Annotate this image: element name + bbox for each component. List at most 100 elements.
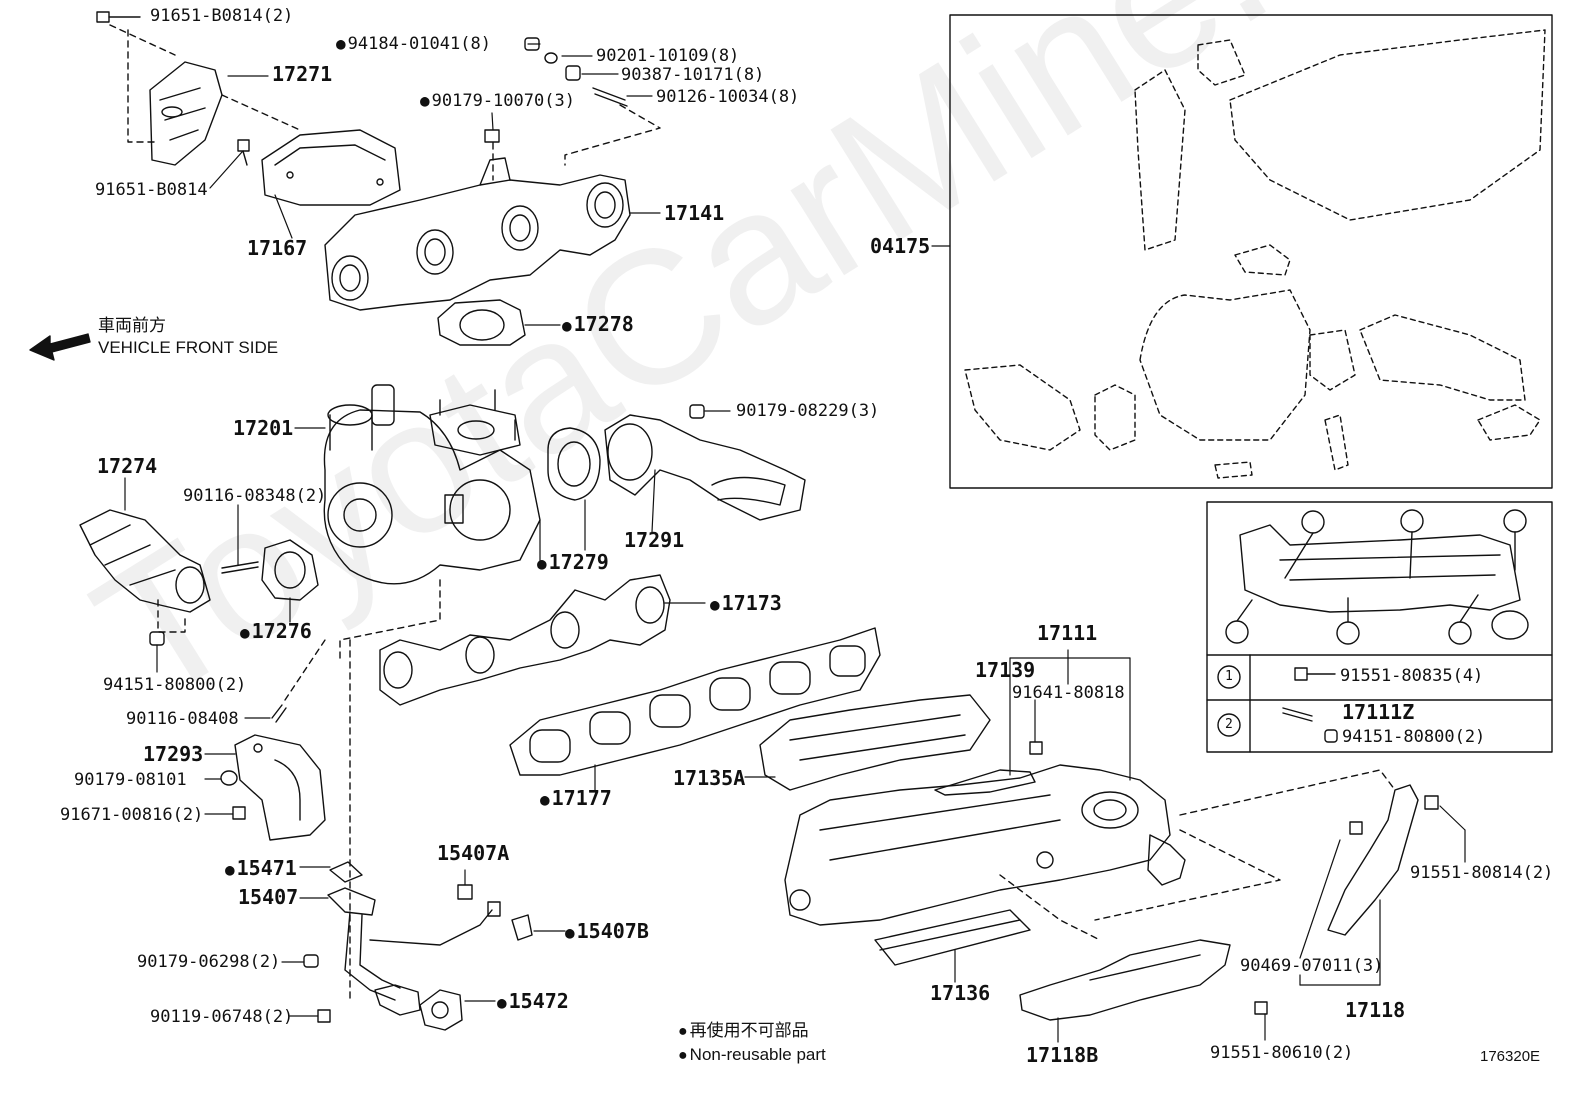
vehicle-front-en: VEHICLE FRONT SIDE bbox=[98, 338, 279, 357]
kit-04175-parts bbox=[964, 29, 1546, 479]
legend-part-2a: 17111Z bbox=[1342, 700, 1415, 724]
cover-17135a bbox=[759, 694, 991, 791]
label-17136: 17136 bbox=[930, 981, 991, 1005]
bolt-90119 bbox=[317, 1009, 331, 1023]
gasket-15472 bbox=[419, 989, 463, 1031]
nut-90387 bbox=[565, 65, 581, 81]
label-15407: 15407 bbox=[238, 885, 299, 909]
label-90179-08229: 90179-08229(3) bbox=[736, 401, 880, 421]
label-15471: 15471 bbox=[225, 858, 297, 880]
legend-num-1: 1 bbox=[1225, 669, 1233, 684]
gasket-17177 bbox=[509, 627, 881, 776]
label-15407b: 15407B bbox=[565, 921, 649, 943]
label-17141: 17141 bbox=[664, 201, 725, 225]
label-17274: 17274 bbox=[97, 454, 158, 478]
label-17139: 17139 bbox=[975, 658, 1036, 682]
legend-manifold-sketch bbox=[1239, 524, 1529, 640]
note-jp: 再使用不可部品 bbox=[678, 1021, 809, 1042]
label-90179-08101: 90179-08101 bbox=[74, 770, 187, 790]
bolt-15407a bbox=[457, 884, 473, 900]
vehicle-front-jp: 車両前方 bbox=[98, 316, 166, 335]
label-91651-b0814: 91651-B0814 bbox=[95, 180, 208, 200]
gasket-17173 bbox=[379, 574, 671, 706]
stud-90116-08408 bbox=[271, 704, 287, 723]
label-17118: 17118 bbox=[1345, 998, 1406, 1022]
label-91641: 91641-80818 bbox=[1012, 683, 1125, 703]
label-91671: 91671-00816(2) bbox=[60, 805, 204, 825]
legend-box bbox=[1206, 501, 1553, 753]
vehicle-front-arrow bbox=[29, 333, 91, 361]
legend-part-1: 91551-80835(4) bbox=[1340, 666, 1484, 686]
intake-manifold-17111 bbox=[784, 764, 1186, 926]
label-90469: 90469-07011(3) bbox=[1240, 956, 1384, 976]
leader-lines bbox=[124, 43, 1466, 1043]
bolt-91671 bbox=[232, 806, 246, 820]
nut-90179-08229 bbox=[689, 404, 705, 419]
label-17291: 17291 bbox=[624, 528, 685, 552]
nut-94151 bbox=[149, 631, 165, 646]
label-90179-10070: 90179-10070(3) bbox=[420, 91, 575, 111]
gasket-17276 bbox=[261, 539, 319, 601]
label-90119: 90119-06748(2) bbox=[150, 1007, 294, 1027]
label-94151-80800: 94151-80800(2) bbox=[103, 675, 247, 695]
label-17118b: 17118B bbox=[1026, 1043, 1099, 1067]
legend-num-2: 2 bbox=[1225, 717, 1233, 732]
nut-90179-08101 bbox=[220, 770, 238, 786]
label-17173: 17173 bbox=[710, 593, 782, 615]
gasket-17278 bbox=[437, 299, 526, 346]
label-17201: 17201 bbox=[233, 416, 294, 440]
stud-90116-08348 bbox=[221, 561, 259, 574]
label-17135a: 17135A bbox=[673, 766, 746, 790]
note-en: Non-reusable part bbox=[678, 1045, 826, 1066]
stud-90126 bbox=[592, 87, 628, 107]
label-91551-80814: 91551-80814(2) bbox=[1410, 863, 1554, 883]
label-91551-80610: 91551-80610(2) bbox=[1210, 1043, 1354, 1063]
bolt-91651-b0814-top bbox=[96, 11, 141, 23]
exhaust-manifold-17141 bbox=[324, 129, 631, 311]
bracket-17293 bbox=[234, 734, 326, 841]
insulator-17136 bbox=[874, 909, 1031, 966]
label-17111: 17111 bbox=[1037, 621, 1098, 645]
label-90201: 90201-10109(8) bbox=[596, 46, 740, 66]
legend-callouts bbox=[1217, 509, 1527, 737]
label-90387: 90387-10171(8) bbox=[621, 65, 765, 85]
label-17293: 17293 bbox=[143, 742, 204, 766]
egr-pipe-15407 bbox=[327, 861, 501, 1016]
exhaust-pipe-17291 bbox=[604, 414, 806, 521]
label-17276: 17276 bbox=[240, 621, 312, 643]
insulator-17167 bbox=[261, 129, 401, 206]
label-90116-08348: 90116-08348(2) bbox=[183, 486, 327, 506]
label-90126: 90126-10034(8) bbox=[656, 87, 800, 107]
washer-90201 bbox=[544, 52, 558, 64]
label-17271: 17271 bbox=[272, 62, 333, 86]
bolt-91651-b0814 bbox=[237, 139, 250, 166]
heat-insulator-17271 bbox=[149, 61, 223, 166]
label-17177: 17177 bbox=[540, 788, 612, 810]
label-04175: 04175 bbox=[870, 234, 931, 258]
legend-fasteners bbox=[1282, 667, 1338, 743]
label-90179-06298: 90179-06298(2) bbox=[137, 952, 281, 972]
label-17278: 17278 bbox=[562, 314, 634, 336]
diagram-id: 176320E bbox=[1480, 1048, 1541, 1065]
label-94184: 94184-01041(8) bbox=[336, 34, 491, 54]
bolt-91551-80610 bbox=[1254, 1001, 1268, 1015]
turbocharger-17201 bbox=[323, 384, 541, 585]
kit-box-04175 bbox=[949, 14, 1553, 489]
clip-15407b bbox=[511, 914, 533, 941]
label-17279: 17279 bbox=[537, 552, 609, 574]
insulator-17118b bbox=[1019, 939, 1231, 1021]
label-90116-08408: 90116-08408 bbox=[126, 709, 239, 729]
hose-17274 bbox=[79, 509, 211, 613]
bolt-91641 bbox=[1029, 741, 1043, 755]
nut-90179-06298 bbox=[303, 954, 319, 968]
label-17167: 17167 bbox=[247, 236, 308, 260]
bolt-91551-80814 bbox=[1424, 795, 1439, 810]
label-15407a: 15407A bbox=[437, 841, 510, 865]
legend-part-2b: 94151-80800(2) bbox=[1342, 727, 1486, 747]
bracket-17139 bbox=[934, 769, 1036, 796]
bracket-17118 bbox=[1327, 784, 1419, 936]
label-15472: 15472 bbox=[497, 991, 569, 1013]
gasket-17279 bbox=[547, 427, 601, 501]
